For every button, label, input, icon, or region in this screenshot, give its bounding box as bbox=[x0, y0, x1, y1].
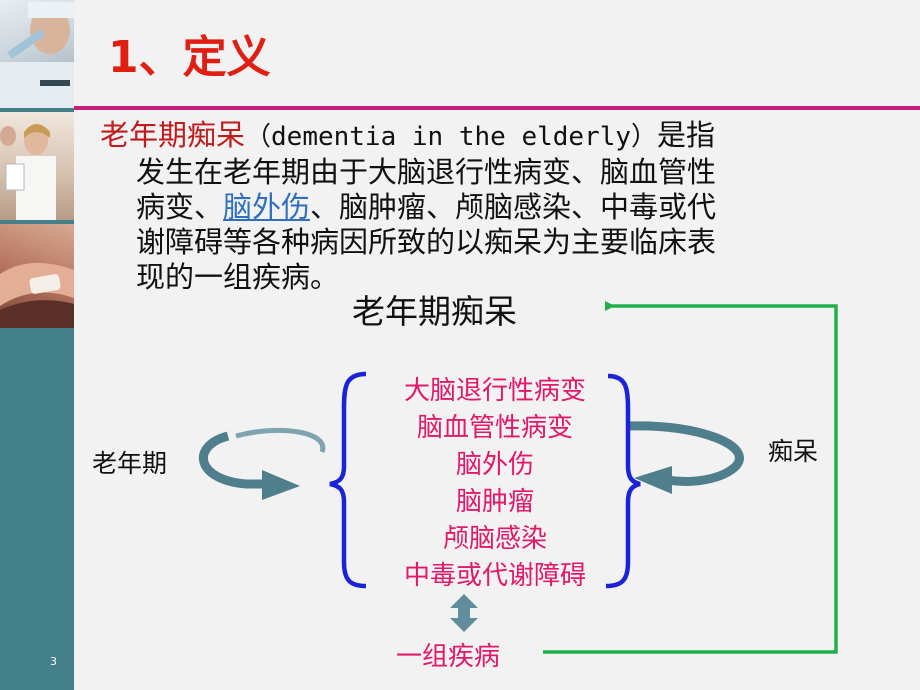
elderly-label: 老年期 bbox=[92, 449, 168, 478]
blood-pressure-photo bbox=[0, 224, 74, 328]
definition-paragraph: 老年期痴呆（dementia in the elderly）是指 发生在老年期由… bbox=[100, 118, 880, 295]
definition-line-4: 谢障碍等各种病因所致的以痴呆为主要临床表 bbox=[136, 225, 717, 259]
disease-group-label: 一组疾病 bbox=[396, 642, 501, 672]
title-divider bbox=[74, 106, 920, 110]
left-loop-arrow bbox=[198, 427, 326, 500]
right-loop-arrow bbox=[629, 421, 744, 494]
left-brace bbox=[329, 371, 367, 589]
definition-line-3-end: 、脑肿瘤、颅脑感染、中毒或代 bbox=[310, 190, 717, 224]
right-brace bbox=[605, 373, 641, 589]
doctor-syringe-photo bbox=[0, 0, 74, 108]
page-number: 3 bbox=[50, 655, 57, 668]
cause-item: 脑肿瘤 bbox=[455, 487, 534, 517]
definition-english-term: （dementia in the elderly） bbox=[245, 122, 658, 152]
definition-line-1-tail: 是指 bbox=[657, 118, 716, 152]
dementia-label: 痴呆 bbox=[768, 437, 819, 466]
definition-line-3: 病变、脑外伤、脑肿瘤、颅脑感染、中毒或代 bbox=[100, 190, 880, 225]
definition-term: 老年期痴呆 bbox=[100, 118, 246, 152]
cause-item: 颅脑感染 bbox=[442, 524, 547, 554]
definition-line-2: 发生在老年期由于大脑退行性病变、脑血管性 bbox=[136, 155, 717, 189]
cause-item: 脑血管性病变 bbox=[416, 413, 573, 443]
feedback-arrow bbox=[543, 301, 838, 654]
definition-line-1: 老年期痴呆（dementia in the elderly）是指 bbox=[100, 118, 880, 155]
definition-line-3-start: 病变、 bbox=[136, 190, 224, 224]
slide-title: 1、定义 bbox=[108, 32, 271, 83]
nurse-clipboard-photo bbox=[0, 112, 74, 220]
double-arrow bbox=[450, 594, 478, 632]
brain-trauma-link[interactable]: 脑外伤 bbox=[223, 190, 311, 224]
cause-item: 大脑退行性病变 bbox=[403, 376, 586, 406]
diagram-center-title: 老年期痴呆 bbox=[352, 292, 517, 331]
definition-line-5: 现的一组疾病。 bbox=[136, 260, 340, 294]
cause-item: 脑外伤 bbox=[455, 450, 534, 480]
cause-item: 中毒或代谢障碍 bbox=[403, 561, 586, 591]
